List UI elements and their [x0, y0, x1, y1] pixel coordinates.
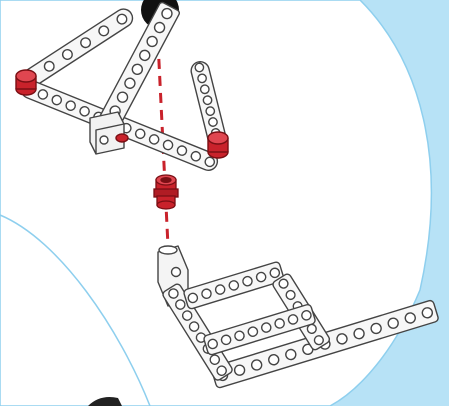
red-connector-peg: [154, 175, 178, 209]
peg-left: [16, 70, 36, 95]
angle-block: [90, 112, 124, 154]
peg-center: [116, 134, 128, 142]
peg-right: [208, 132, 228, 158]
